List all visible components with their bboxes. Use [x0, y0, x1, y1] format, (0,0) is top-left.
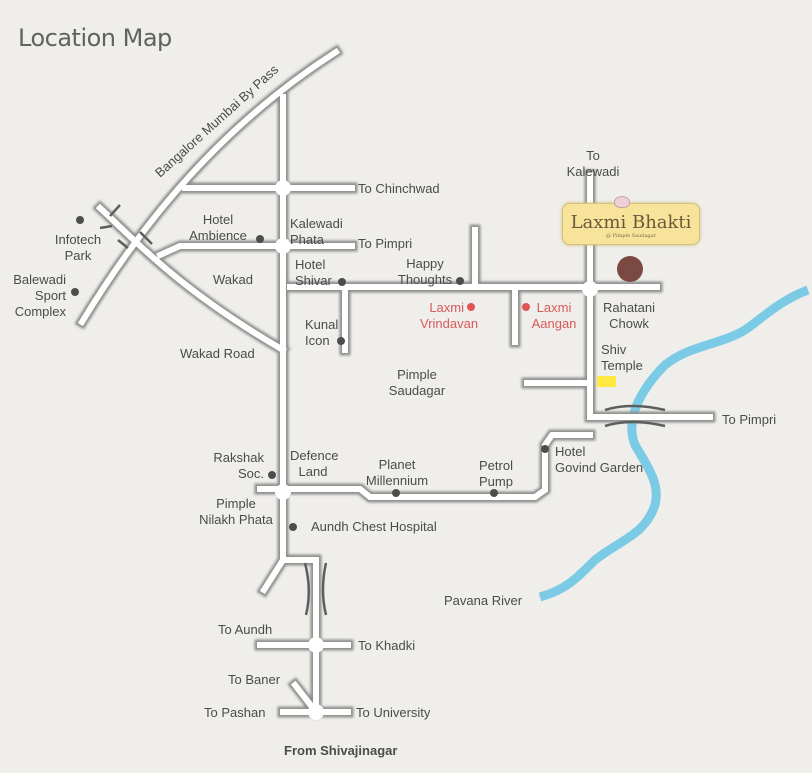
label-to-chinchwad: To Chinchwad [358, 181, 440, 196]
hotel-govind-dot [541, 445, 549, 453]
project-site-marker [617, 256, 643, 282]
petrol-pump-dot [490, 489, 498, 497]
label-to-pashan: To Pashan [204, 705, 266, 720]
lotus-icon [614, 196, 630, 208]
pavana-river [538, 285, 810, 602]
junctions [275, 180, 598, 720]
project-badge: Laxmi Bhakti @ Pimple Saudagar [562, 203, 700, 245]
happy-thoughts-dot [456, 277, 464, 285]
label-to-pimpri-top: To Pimpri [358, 236, 413, 251]
highway-label: Bangalore Mumbai By Pass [152, 61, 282, 180]
label-to-baner: To Baner [228, 672, 281, 687]
label-to-aundh: To Aundh [218, 622, 273, 637]
hotel-shivar-dot [338, 278, 346, 286]
planet-millennium-dot [392, 489, 400, 497]
label-pavana-river: Pavana River [444, 593, 523, 608]
label-from-shivajinagar: From Shivajinagar [284, 743, 398, 758]
page-title: Location Map [18, 24, 172, 52]
label-to-pimpri-right: To Pimpri [722, 412, 777, 427]
label-wakad-road: Wakad Road [180, 346, 255, 361]
hotel-ambience-dot [256, 235, 264, 243]
laxmi-aangan-dot [522, 303, 530, 311]
shiv-temple-marker [597, 376, 616, 387]
bridges [99, 204, 666, 616]
project-tagline: @ Pimple Saudagar [605, 233, 657, 239]
aundh-chest-dot [289, 523, 297, 531]
kunal-icon-dot [337, 337, 345, 345]
project-name: Laxmi Bhakti [570, 212, 692, 233]
label-wakad: Wakad [213, 272, 253, 287]
laxmi-vrindavan-dot [467, 303, 475, 311]
balewadi-dot [71, 288, 79, 296]
rakshak-dot [268, 471, 276, 479]
label-aundh-chest-hospital: Aundh Chest Hospital [311, 519, 437, 534]
label-to-khadki: To Khadki [358, 638, 416, 653]
label-to-university: To University [356, 705, 431, 720]
infotech-park-dot [76, 216, 84, 224]
